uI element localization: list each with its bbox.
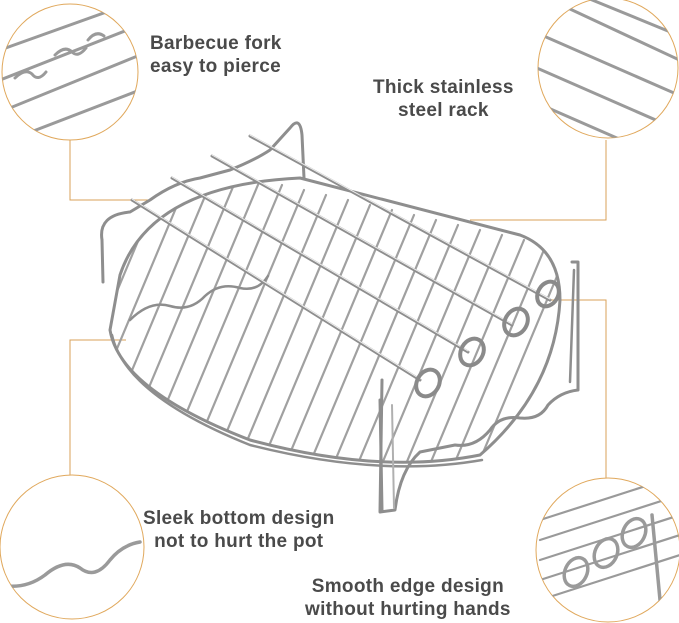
callout-line: Thick stainless bbox=[373, 77, 514, 98]
callout-barbecue-fork: Barbecue fork easy to pierce bbox=[150, 32, 282, 78]
detail-circle-rack bbox=[537, 0, 679, 139]
callout-line: without hurting hands bbox=[305, 599, 511, 620]
callout-line: Sleek bottom design bbox=[143, 508, 335, 529]
rack-main bbox=[100, 121, 580, 514]
leader-lines bbox=[69, 140, 607, 478]
detail-circle-edge bbox=[535, 477, 679, 623]
callout-line: Smooth edge design bbox=[311, 576, 504, 597]
callout-bottom-design: Sleek bottom design not to hurt the pot bbox=[143, 507, 335, 553]
callout-steel-rack: Thick stainless steel rack bbox=[373, 76, 514, 122]
callout-edge-design: Smooth edge design without hurting hands bbox=[305, 575, 511, 621]
callout-line: not to hurt the pot bbox=[154, 531, 324, 552]
detail-circle-bottom bbox=[0, 474, 145, 620]
callout-line: Barbecue fork bbox=[150, 33, 282, 54]
callout-line: steel rack bbox=[398, 100, 489, 121]
callout-line: easy to pierce bbox=[150, 56, 281, 77]
detail-circle-fork bbox=[1, 3, 139, 141]
